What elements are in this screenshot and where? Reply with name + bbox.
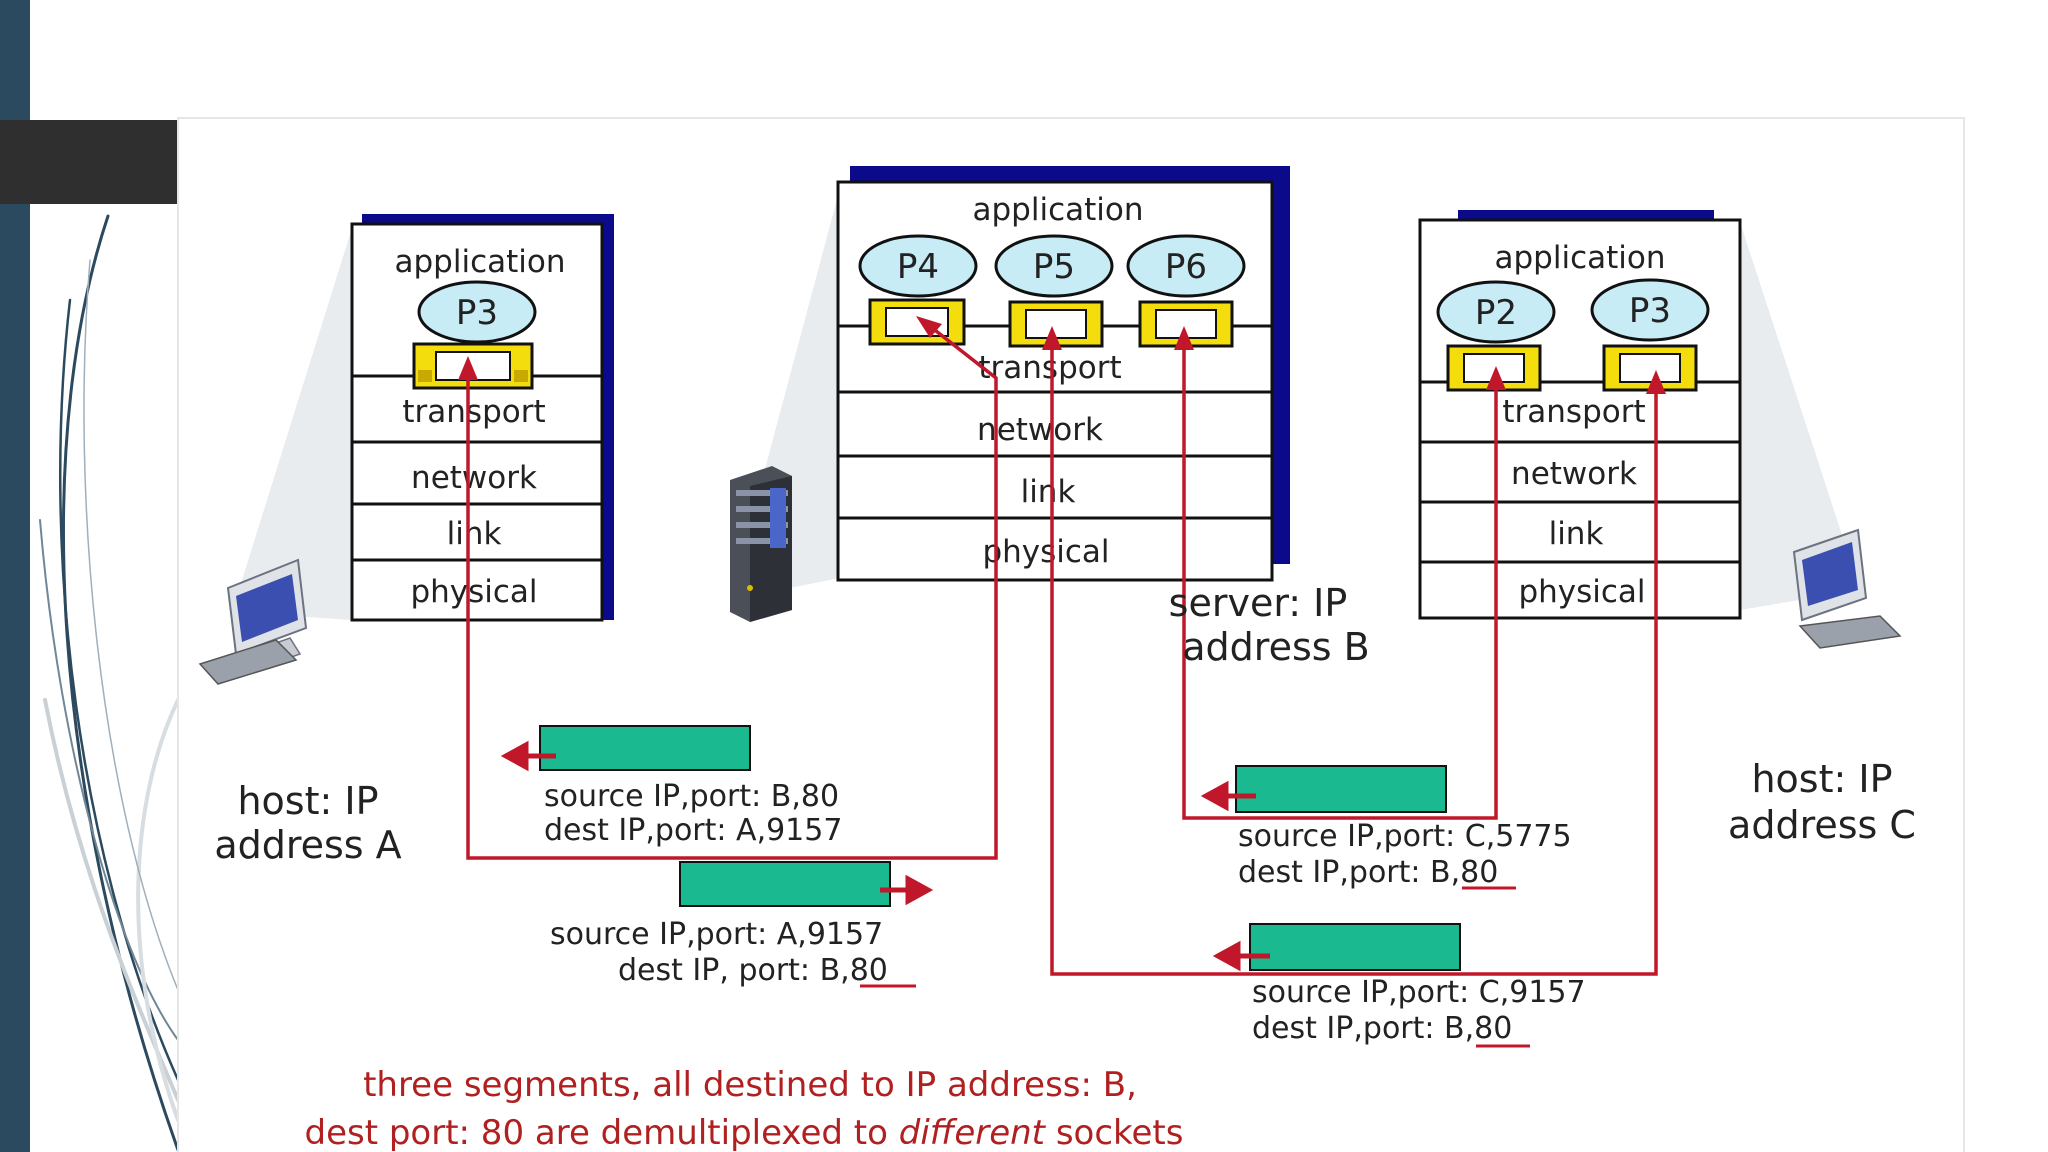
- host-a-stack: application transport network link physi…: [350, 214, 614, 622]
- host-c-label-line1: host: IP: [1751, 757, 1892, 801]
- host-a-link-label: link: [447, 516, 502, 552]
- server-process-p5-label: P5: [1033, 247, 1075, 287]
- caption-line-2: dest port: 80 are demultiplexed to diffe…: [305, 1113, 1184, 1152]
- host-c-stack: application transport network link physi…: [1418, 210, 1742, 620]
- server-socket-p4-icon: [868, 298, 966, 346]
- host-a-transport-label: transport: [402, 394, 545, 430]
- host-c-physical-label: physical: [1518, 574, 1645, 610]
- host-a-physical-label: physical: [410, 574, 537, 610]
- segment-box-3: [1235, 765, 1447, 813]
- host-c-label-line2: address C: [1728, 803, 1916, 847]
- segment-1-source: source IP,port: B,80: [544, 779, 839, 814]
- server-tower-icon: [730, 466, 792, 622]
- server-process-p6: [1126, 234, 1246, 298]
- title-bar-block: [0, 120, 178, 204]
- host-a-socket-icon: [412, 342, 534, 390]
- server-label-line2: address B: [1182, 625, 1369, 669]
- caption-line-2-start: dest port: 80 are demultiplexed to: [305, 1113, 899, 1152]
- segment-box-1: [539, 725, 751, 771]
- host-c-process-p2: [1436, 280, 1556, 344]
- host-c-socket-p3-icon: [1602, 344, 1698, 392]
- host-a-process-p3: [417, 280, 537, 344]
- segment-2-dest: dest IP, port: B,80: [618, 953, 888, 988]
- caption-line-1: three segments, all destined to IP addre…: [363, 1065, 1137, 1105]
- segment-box-2: [679, 861, 891, 907]
- segment-direction-arrows: [500, 740, 1270, 972]
- host-c-process-p3: [1590, 278, 1710, 342]
- host-c-transport-label: transport: [1502, 394, 1645, 430]
- host-c-process-p2-label: P2: [1475, 293, 1517, 333]
- server-network-label: network: [977, 412, 1103, 448]
- segment-1-dest: dest IP,port: A,9157: [544, 813, 842, 848]
- segment-4-dest: dest IP,port: B,80: [1252, 1011, 1512, 1046]
- decorative-swooshes: [39, 214, 180, 1152]
- host-c-process-p3-label: P3: [1629, 291, 1671, 331]
- host-a-label-line2: address A: [214, 823, 401, 867]
- desktop-computer-icon: [198, 558, 308, 685]
- segment-2-source: source IP,port: A,9157: [550, 917, 883, 952]
- host-c-network-label: network: [1511, 456, 1637, 492]
- server-label-line1: server: IP: [1169, 581, 1348, 625]
- segment-3-source: source IP,port: C,5775: [1238, 819, 1572, 854]
- host-a-process-p3-label: P3: [456, 293, 498, 333]
- server-physical-label: physical: [982, 534, 1109, 570]
- host-a-label-line1: host: IP: [237, 779, 378, 823]
- server-application-label: application: [973, 192, 1144, 228]
- desktop-computer-icon: [1792, 528, 1902, 649]
- server-process-p4: [858, 234, 978, 298]
- segment-box-4: [1249, 923, 1461, 971]
- server-stack: application transport network link physi…: [836, 166, 1290, 582]
- server-process-p5: [994, 234, 1114, 298]
- host-a-network-label: network: [411, 460, 537, 496]
- server-link-label: link: [1021, 474, 1076, 510]
- host-c-application-label: application: [1495, 240, 1666, 276]
- server-process-p6-label: P6: [1165, 247, 1207, 287]
- host-a-application-label: application: [395, 244, 566, 280]
- segment-3-dest: dest IP,port: B,80: [1238, 855, 1498, 890]
- host-c-link-label: link: [1549, 516, 1604, 552]
- server-transport-label: transport: [978, 350, 1121, 386]
- demux-path-lines: [466, 318, 1658, 976]
- port-80-underlines: [860, 886, 1530, 1048]
- server-process-p4-label: P4: [897, 247, 939, 287]
- segment-4-source: source IP,port: C,9157: [1252, 975, 1586, 1010]
- caption-line-2-emphasis: different: [899, 1113, 1047, 1152]
- caption-line-2-end: sockets: [1045, 1113, 1183, 1152]
- arrow-heads: [458, 316, 1666, 394]
